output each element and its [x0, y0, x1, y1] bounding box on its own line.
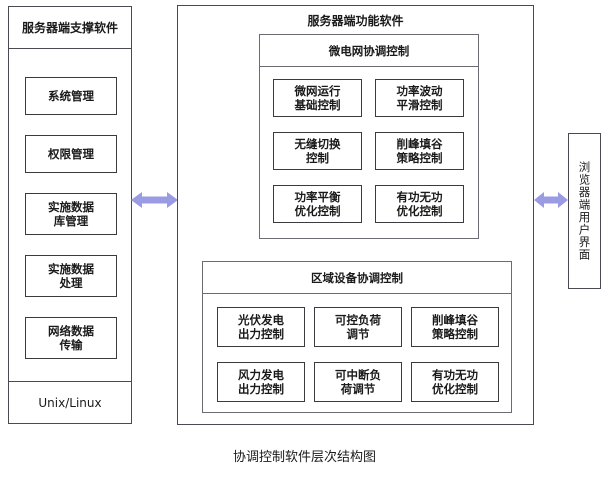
module-controllable-load-adjustment[interactable]: 可控负荷 调节 [314, 307, 402, 347]
module-area-active-reactive-optimization[interactable]: 有功无功 优化控制 [411, 362, 499, 402]
module-wind-output-control[interactable]: 风力发电 出力控制 [217, 362, 305, 402]
module-peak-shaving-strategy-control[interactable]: 削峰填谷 策略控制 [375, 132, 464, 170]
module-network-data-transmission[interactable]: 网络数据 传输 [25, 317, 117, 359]
module-pv-output-control[interactable]: 光伏发电 出力控制 [217, 307, 305, 347]
area-device-coordinated-control-title: 区域设备协调控制 [203, 262, 511, 294]
operating-system-label: Unix/Linux [9, 381, 131, 423]
server-support-software-title: 服务器端支撑软件 [9, 7, 131, 49]
browser-user-interface-panel: 浏览器端用户界面 [568, 133, 601, 289]
function-to-browser-double-arrow [534, 192, 568, 208]
server-function-software-title: 服务器端功能软件 [307, 14, 404, 28]
server-function-software-panel: 服务器端功能软件 微电网协调控制 微网运行 基础控制 功率波动 平滑控制 无缝切… [177, 5, 534, 425]
module-active-reactive-optimization[interactable]: 有功无功 优化控制 [375, 185, 464, 223]
microgrid-coordinated-control-group: 微电网协调控制 微网运行 基础控制 功率波动 平滑控制 无缝切换 控制 削峰填谷… [259, 34, 479, 239]
module-power-balance-optimization[interactable]: 功率平衡 优化控制 [273, 185, 362, 223]
module-data-processing[interactable]: 实施数据 处理 [25, 255, 117, 297]
module-area-peak-shaving-strategy-control[interactable]: 削峰填谷 策略控制 [411, 307, 499, 347]
server-support-software-panel: 服务器端支撑软件 系统管理 权限管理 实施数据 库管理 实施数据 处理 网络数据… [8, 6, 132, 424]
module-permission-management[interactable]: 权限管理 [25, 135, 117, 173]
area-device-coordinated-control-group: 区域设备协调控制 光伏发电 出力控制 可控负荷 调节 削峰填谷 策略控制 风力发… [202, 261, 512, 413]
module-power-fluctuation-smoothing[interactable]: 功率波动 平滑控制 [375, 79, 464, 117]
browser-user-interface-label: 浏览器端用户界面 [577, 161, 592, 261]
module-interruptible-load-adjustment[interactable]: 可中断负 荷调节 [314, 362, 402, 402]
microgrid-coordinated-control-title: 微电网协调控制 [260, 35, 478, 67]
module-microgrid-basic-control[interactable]: 微网运行 基础控制 [273, 79, 362, 117]
module-database-management[interactable]: 实施数据 库管理 [25, 193, 117, 235]
support-to-function-double-arrow [131, 192, 178, 208]
module-system-management[interactable]: 系统管理 [25, 77, 117, 115]
diagram-caption: 协调控制软件层次结构图 [232, 450, 376, 465]
module-seamless-switching-control[interactable]: 无缝切换 控制 [273, 132, 362, 170]
